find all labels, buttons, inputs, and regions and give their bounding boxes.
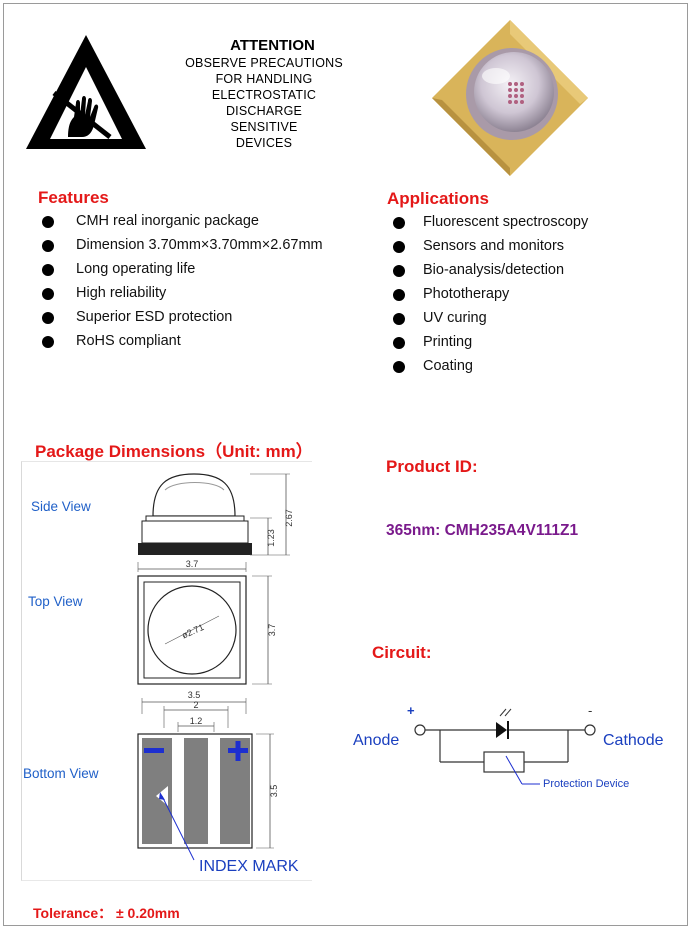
attention-title: ATTENTION [230,37,315,54]
bottom-view-label: Bottom View [23,766,99,781]
attention-line: DISCHARGE [225,104,303,118]
bullet-icon [393,313,405,325]
dim-2-67: 2.67 [284,509,294,527]
dim-3-5-top: 3.5 [188,690,201,700]
bullet-icon [42,312,54,324]
list-item: Superior ESD protection [42,308,362,332]
list-item: UV curing [393,309,673,333]
circuit-diagram [414,708,596,785]
list-item: Long operating life [42,260,362,284]
bullet-icon [42,264,54,276]
features-title: Features [38,188,109,207]
led-package-photo [432,20,588,176]
bullet-icon [393,361,405,373]
list-item: Printing [393,333,673,357]
bullet-icon [393,337,405,349]
list-item: Fluorescent spectroscopy [393,213,673,237]
product-id-value: 365nm: CMH235A4V111Z1 [386,522,579,539]
dim-2: 2 [193,700,198,710]
anode-label: Anode [353,732,400,749]
list-item: Phototherapy [393,285,673,309]
dim-3-7-side: 3.7 [267,624,277,637]
features-list: CMH real inorganic package Dimension 3.7… [42,212,362,356]
dim-3-5-side: 3.5 [269,785,279,798]
index-mark-label: INDEX MARK [199,858,299,875]
plus-sign: + [407,703,415,718]
bullet-icon [42,240,54,252]
package-drawing-box [21,461,312,881]
circuit-label: Circuit: [372,643,432,662]
applications-list: Fluorescent spectroscopy Sensors and mon… [393,213,673,381]
esd-warning-icon [26,35,146,149]
tolerance-note: Tolerance： ± 0.20mm [33,905,180,921]
bullet-icon [393,265,405,277]
list-item: CMH real inorganic package [42,212,362,236]
attention-line: SENSITIVE [230,120,298,134]
attention-line: OBSERVE PRECAUTIONS [185,56,343,70]
bullet-icon [42,288,54,300]
protection-device-label: Protection Device [543,778,630,790]
list-item: Dimension 3.70mm×3.70mm×2.67mm [42,236,362,260]
minus-sign: - [588,703,593,718]
bullet-icon [42,216,54,228]
list-item: Bio-analysis/detection [393,261,673,285]
package-title: Package Dimensions（Unit: mm） [35,442,313,461]
top-view-label: Top View [28,594,83,609]
bullet-icon [393,217,405,229]
attention-line: ELECTROSTATIC [211,88,317,102]
protection-device-icon [483,751,525,773]
attention-line: DEVICES [235,136,293,150]
top-view-drawing [137,562,272,685]
bullet-icon [393,241,405,253]
diode-icon [496,722,507,738]
bottom-view-drawing [137,698,274,861]
list-item: RoHS compliant [42,332,362,356]
side-view-drawing [138,473,290,556]
list-item: Sensors and monitors [393,237,673,261]
bullet-icon [393,289,405,301]
dim-1-2: 1.2 [190,716,203,726]
list-item: High reliability [42,284,362,308]
package-drawing: 2.67 1.23 3.7 ø2.71 3.7 [137,473,294,861]
product-id-label: Product ID: [386,457,478,476]
bullet-icon [42,336,54,348]
page-frame [3,3,688,926]
side-view-label: Side View [31,499,91,514]
cathode-label: Cathode [603,732,664,749]
dim-3-7-top: 3.7 [186,559,199,569]
dim-1-23: 1.23 [266,529,276,547]
attention-line: FOR HANDLING [215,72,313,86]
applications-title: Applications [387,189,490,208]
list-item: Coating [393,357,673,381]
